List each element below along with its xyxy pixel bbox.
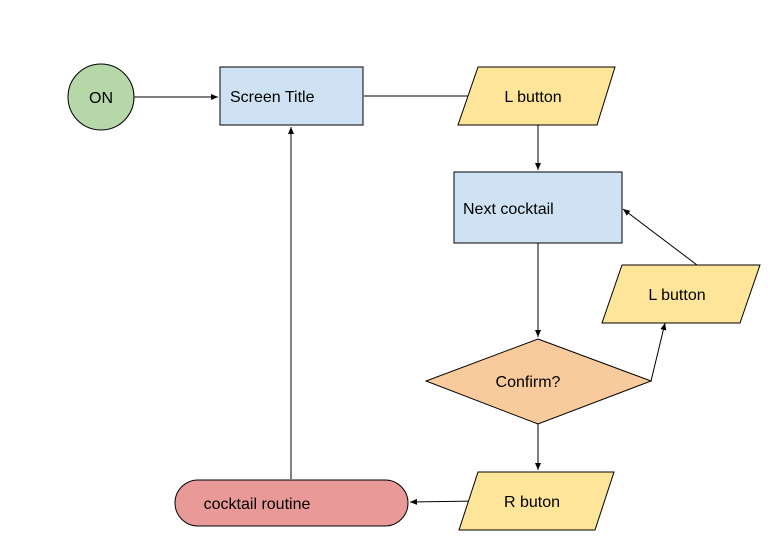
node-cocktail-routine-label: cocktail routine bbox=[204, 496, 311, 513]
node-next-cocktail[interactable]: Next cocktail bbox=[453, 171, 623, 244]
input-parallelogram bbox=[457, 66, 616, 126]
node-on-label: ON bbox=[89, 90, 113, 107]
node-l-button-2-label: L button bbox=[648, 287, 705, 304]
node-r-button-label: R buton bbox=[504, 494, 560, 511]
start-circle bbox=[67, 63, 135, 131]
node-screen-title[interactable]: Screen Title bbox=[219, 66, 364, 126]
node-cocktail-routine[interactable]: cocktail routine bbox=[174, 479, 409, 527]
node-confirm[interactable]: Confirm? bbox=[424, 338, 653, 425]
process-box bbox=[219, 66, 364, 126]
edge-confirm-to-l-button-2 bbox=[650, 322, 667, 382]
input-parallelogram bbox=[458, 471, 615, 531]
node-on[interactable]: ON bbox=[67, 63, 135, 131]
edge-r-button-to-cocktail-routine bbox=[409, 498, 479, 505]
edges bbox=[134, 93, 698, 505]
process-box bbox=[453, 171, 623, 244]
node-confirm-label: Confirm? bbox=[496, 374, 561, 391]
input-parallelogram bbox=[601, 264, 761, 324]
node-next-cocktail-label: Next cocktail bbox=[463, 201, 554, 218]
node-r-button[interactable]: R buton bbox=[458, 471, 615, 531]
node-l-button-2[interactable]: L button bbox=[601, 264, 761, 324]
node-screen-title-label: Screen Title bbox=[230, 89, 315, 106]
edge-l-button-2-to-next-cocktail bbox=[622, 208, 698, 266]
node-l-button-1-label: L button bbox=[504, 89, 561, 106]
decision-diamond bbox=[424, 338, 653, 425]
terminal-capsule bbox=[174, 479, 409, 527]
node-l-button-1[interactable]: L button bbox=[457, 66, 616, 126]
